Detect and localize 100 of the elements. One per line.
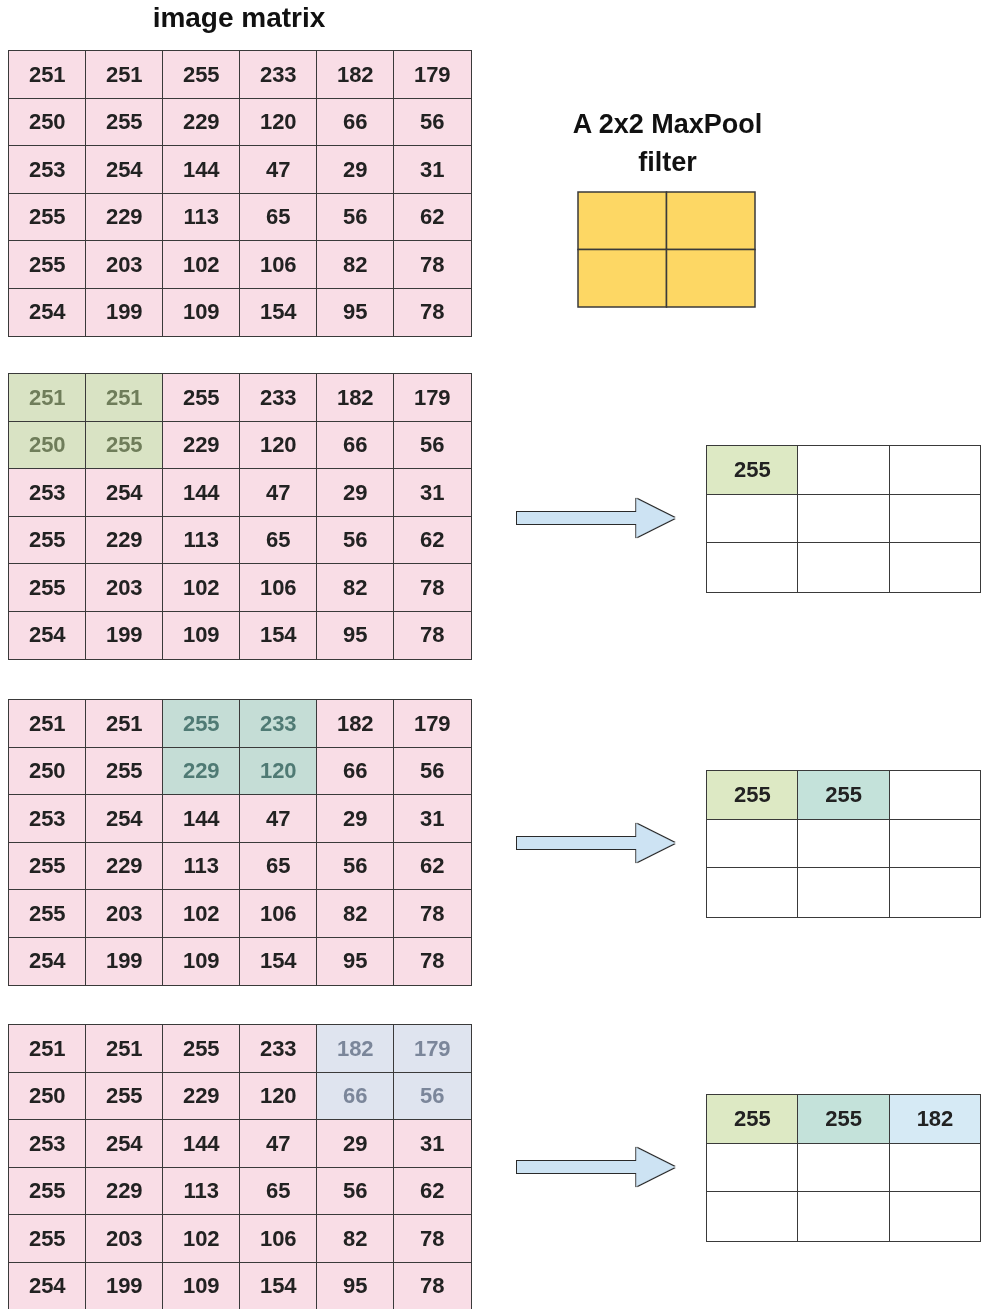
pixel-value: 251 — [85, 373, 164, 422]
pixel-value: 113 — [162, 1166, 241, 1216]
pixel-value: 109 — [162, 1261, 241, 1309]
pixel-value: 82 — [316, 563, 395, 612]
pixel-value: 254 — [8, 936, 87, 986]
pixel-value: 113 — [162, 192, 241, 242]
pixel-value: 251 — [8, 373, 87, 422]
pixel-value: 199 — [85, 610, 164, 660]
filter-title: A 2x2 MaxPool filter — [571, 108, 764, 179]
pixel-value: 62 — [393, 515, 472, 565]
pixel-value: 255 — [85, 420, 164, 470]
pixel-value: 255 — [162, 373, 241, 422]
pixel-value: 47 — [239, 468, 318, 517]
pixel-value: 56 — [316, 192, 395, 242]
pixel-value: 250 — [8, 97, 87, 147]
pixel-value: 233 — [239, 699, 318, 748]
pixel-value: 56 — [393, 420, 472, 470]
pixel-value: 255 — [8, 240, 87, 289]
number-grid — [8, 699, 470, 984]
pixel-value: 47 — [239, 794, 318, 843]
pixel-value: 95 — [316, 287, 395, 337]
pixel-value: 95 — [316, 1261, 395, 1309]
pixel-value: 154 — [239, 610, 318, 660]
pixel-value: 109 — [162, 610, 241, 660]
pixel-value: 250 — [8, 1071, 87, 1121]
pixel-value: 250 — [8, 420, 87, 470]
pixel-value: 251 — [85, 1024, 164, 1073]
pixel-value: 251 — [85, 50, 164, 99]
pixel-value: 179 — [393, 1024, 472, 1073]
pixel-value: 255 — [797, 770, 891, 821]
pixel-value: 255 — [797, 1094, 891, 1145]
pixel-value: 106 — [239, 240, 318, 289]
grid-heading: image matrix — [151, 2, 327, 34]
pixel-value: 253 — [8, 1119, 87, 1168]
pixel-value: 250 — [8, 746, 87, 796]
pixel-value: 203 — [85, 1214, 164, 1263]
pixel-value: 144 — [162, 1119, 241, 1168]
pixel-value: 31 — [393, 468, 472, 517]
pixel-value: 29 — [316, 145, 395, 194]
pixel-value: 254 — [85, 1119, 164, 1168]
pixel-value: 255 — [8, 192, 87, 242]
pixel-value: 65 — [239, 192, 318, 242]
pixel-value: 251 — [85, 699, 164, 748]
pixel-value: 229 — [162, 1071, 241, 1121]
pixel-value: 78 — [393, 936, 472, 986]
pixel-value: 78 — [393, 287, 472, 337]
pixel-value: 229 — [85, 192, 164, 242]
number-grid — [8, 373, 470, 658]
pixel-value: 251 — [8, 1024, 87, 1073]
pixel-value: 255 — [706, 1094, 799, 1145]
pixel-value: 66 — [316, 420, 395, 470]
pixel-value: 62 — [393, 1166, 472, 1216]
pixel-value: 109 — [162, 287, 241, 337]
pixel-value: 154 — [239, 936, 318, 986]
pixel-value: 199 — [85, 1261, 164, 1309]
pixel-value: 203 — [85, 563, 164, 612]
pixel-value: 120 — [239, 97, 318, 147]
number-grid — [8, 1024, 470, 1309]
pixel-value: 254 — [8, 1261, 87, 1309]
pixel-value: 255 — [162, 1024, 241, 1073]
pixel-value: 102 — [162, 240, 241, 289]
pixel-value: 78 — [393, 240, 472, 289]
pixel-value: 255 — [85, 97, 164, 147]
pixel-value: 56 — [393, 1071, 472, 1121]
pixel-value: 182 — [316, 50, 395, 99]
pixel-value: 179 — [393, 373, 472, 422]
pixel-value: 154 — [239, 287, 318, 337]
pixel-value: 65 — [239, 515, 318, 565]
pixel-value: 66 — [316, 746, 395, 796]
pixel-value: 229 — [85, 841, 164, 891]
pixel-value: 255 — [8, 889, 87, 938]
pixel-value: 78 — [393, 1261, 472, 1309]
pixel-value: 229 — [162, 97, 241, 147]
pixel-value: 106 — [239, 889, 318, 938]
pixel-value: 106 — [239, 1214, 318, 1263]
pixel-value: 233 — [239, 373, 318, 422]
pixel-value: 255 — [706, 770, 799, 821]
pixel-value: 66 — [316, 97, 395, 147]
pixel-value: 56 — [316, 1166, 395, 1216]
pixel-value: 254 — [8, 287, 87, 337]
pixel-value: 29 — [316, 794, 395, 843]
pixel-value: 233 — [239, 50, 318, 99]
pixel-value: 82 — [316, 889, 395, 938]
block-arrow — [517, 823, 675, 863]
pixel-value: 78 — [393, 1214, 472, 1263]
pixel-value: 255 — [8, 515, 87, 565]
pixel-value: 29 — [316, 468, 395, 517]
pixel-value: 203 — [85, 240, 164, 289]
pixel-value: 253 — [8, 794, 87, 843]
pixel-value: 29 — [316, 1119, 395, 1168]
pixel-value: 120 — [239, 1071, 318, 1121]
pixel-value: 229 — [162, 746, 241, 796]
pixel-value: 254 — [8, 610, 87, 660]
pixel-value: 113 — [162, 841, 241, 891]
pixel-value: 102 — [162, 563, 241, 612]
pixel-value: 203 — [85, 889, 164, 938]
pixel-value: 120 — [239, 746, 318, 796]
pixel-value: 199 — [85, 287, 164, 337]
pixel-value: 255 — [8, 563, 87, 612]
pixel-value: 65 — [239, 1166, 318, 1216]
